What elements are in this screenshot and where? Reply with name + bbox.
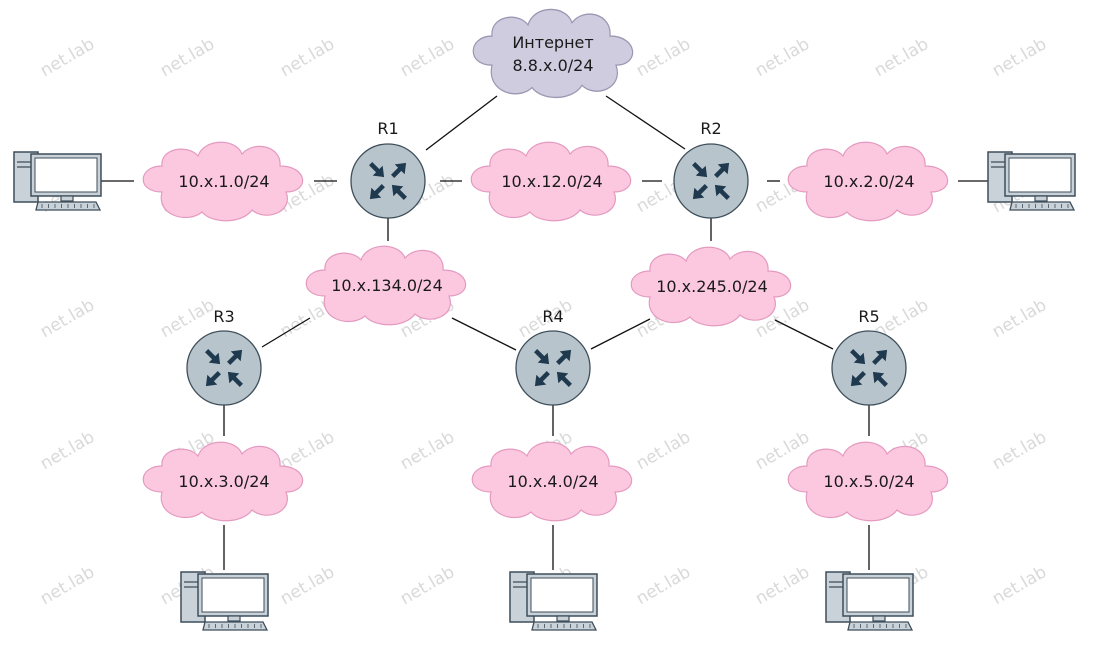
network-label: 10.x.3.0/24	[178, 472, 269, 491]
desktop-computer-icon	[509, 571, 598, 631]
watermark-text: net.lab	[633, 562, 694, 609]
watermark-text: net.lab	[157, 34, 218, 81]
network-cloud-n245: 10.x.245.0/24	[630, 246, 792, 327]
watermark-text: net.lab	[37, 295, 98, 342]
watermark-text: net.lab	[871, 34, 932, 81]
pc-net4[interactable]	[509, 571, 598, 631]
router-r1[interactable]	[350, 143, 426, 219]
internet-label: Интернет	[512, 33, 593, 52]
arrow-icon	[714, 184, 730, 200]
router-label-r4: R4	[542, 307, 563, 326]
watermark-text: net.lab	[989, 427, 1050, 474]
arrow-icon	[850, 371, 866, 387]
router-r2[interactable]	[673, 143, 749, 219]
arrow-icon	[227, 371, 243, 387]
arrow-icon	[227, 349, 243, 365]
pc-net2[interactable]	[987, 151, 1076, 211]
router-label-r5: R5	[858, 307, 879, 326]
link-internet-r2	[605, 95, 686, 150]
link-internet-r1	[425, 95, 498, 151]
arrow-icon	[391, 162, 407, 178]
watermark-text: net.lab	[397, 562, 458, 609]
arrow-icon	[534, 371, 550, 387]
router-r5[interactable]	[831, 330, 907, 406]
watermark-text: net.lab	[277, 562, 338, 609]
pc-net3[interactable]	[180, 571, 269, 631]
link-net245-r4	[590, 318, 651, 350]
network-label: 10.x.4.0/24	[507, 472, 598, 491]
watermark-text: net.lab	[277, 34, 338, 81]
arrow-icon	[556, 349, 572, 365]
network-cloud-n1: 10.x.1.0/24	[142, 141, 304, 222]
router-icon	[673, 143, 749, 219]
watermark-text: net.lab	[37, 34, 98, 81]
network-label: 10.x.2.0/24	[823, 172, 914, 191]
arrow-icon	[205, 371, 221, 387]
arrow-icon	[850, 349, 866, 365]
watermark-text: net.lab	[633, 34, 694, 81]
watermark-text: net.lab	[989, 295, 1050, 342]
router-icon	[515, 330, 591, 406]
watermark-text: net.lab	[37, 427, 98, 474]
arrow-icon	[692, 162, 708, 178]
arrow-icon	[714, 162, 730, 178]
watermark-text: net.lab	[37, 562, 98, 609]
desktop-computer-icon	[180, 571, 269, 631]
arrow-icon	[556, 371, 572, 387]
watermark-text: net.lab	[989, 562, 1050, 609]
arrow-icon	[692, 184, 708, 200]
link-net134-r3	[261, 317, 311, 348]
network-label: 10.x.245.0/24	[656, 277, 768, 296]
network-cloud-n2: 10.x.2.0/24	[787, 141, 949, 222]
watermark-text: net.lab	[752, 34, 813, 81]
network-cloud-n4: 10.x.4.0/24	[471, 441, 633, 522]
arrow-icon	[369, 162, 385, 178]
desktop-computer-icon	[987, 151, 1076, 211]
pc-net1[interactable]	[13, 151, 102, 211]
router-label-r3: R3	[213, 307, 234, 326]
arrow-icon	[369, 184, 385, 200]
router-label-r2: R2	[700, 119, 721, 138]
arrow-icon	[205, 349, 221, 365]
watermark-text: net.lab	[989, 34, 1050, 81]
network-label: 10.x.5.0/24	[823, 472, 914, 491]
router-r4[interactable]	[515, 330, 591, 406]
router-icon	[186, 330, 262, 406]
desktop-computer-icon	[825, 571, 914, 631]
watermark-text: net.lab	[633, 427, 694, 474]
router-icon	[350, 143, 426, 219]
pc-net5[interactable]	[825, 571, 914, 631]
connection-lines	[101, 95, 988, 570]
network-cloud-n3: 10.x.3.0/24	[142, 441, 304, 522]
internet-subnet-label: 8.8.x.0/24	[512, 56, 593, 75]
internet-cloud	[472, 8, 634, 99]
network-cloud-n134: 10.x.134.0/24	[305, 245, 467, 326]
arrow-icon	[391, 184, 407, 200]
desktop-computer-icon	[13, 151, 102, 211]
link-net245-r5	[774, 319, 834, 350]
arrow-icon	[534, 349, 550, 365]
network-cloud-n5: 10.x.5.0/24	[787, 441, 949, 522]
network-label: 10.x.134.0/24	[331, 276, 443, 295]
network-cloud-n12: 10.x.12.0/24	[470, 141, 632, 222]
network-label: 10.x.1.0/24	[178, 172, 269, 191]
watermark-text: net.lab	[397, 427, 458, 474]
arrow-icon	[872, 349, 888, 365]
network-label: 10.x.12.0/24	[501, 172, 602, 191]
network-cloud-icon	[472, 8, 634, 99]
link-net134-r4	[451, 317, 517, 351]
router-r3[interactable]	[186, 330, 262, 406]
arrow-icon	[872, 371, 888, 387]
watermark-text: net.lab	[397, 34, 458, 81]
router-icon	[831, 330, 907, 406]
router-label-r1: R1	[377, 119, 398, 138]
watermark-text: net.lab	[752, 562, 813, 609]
